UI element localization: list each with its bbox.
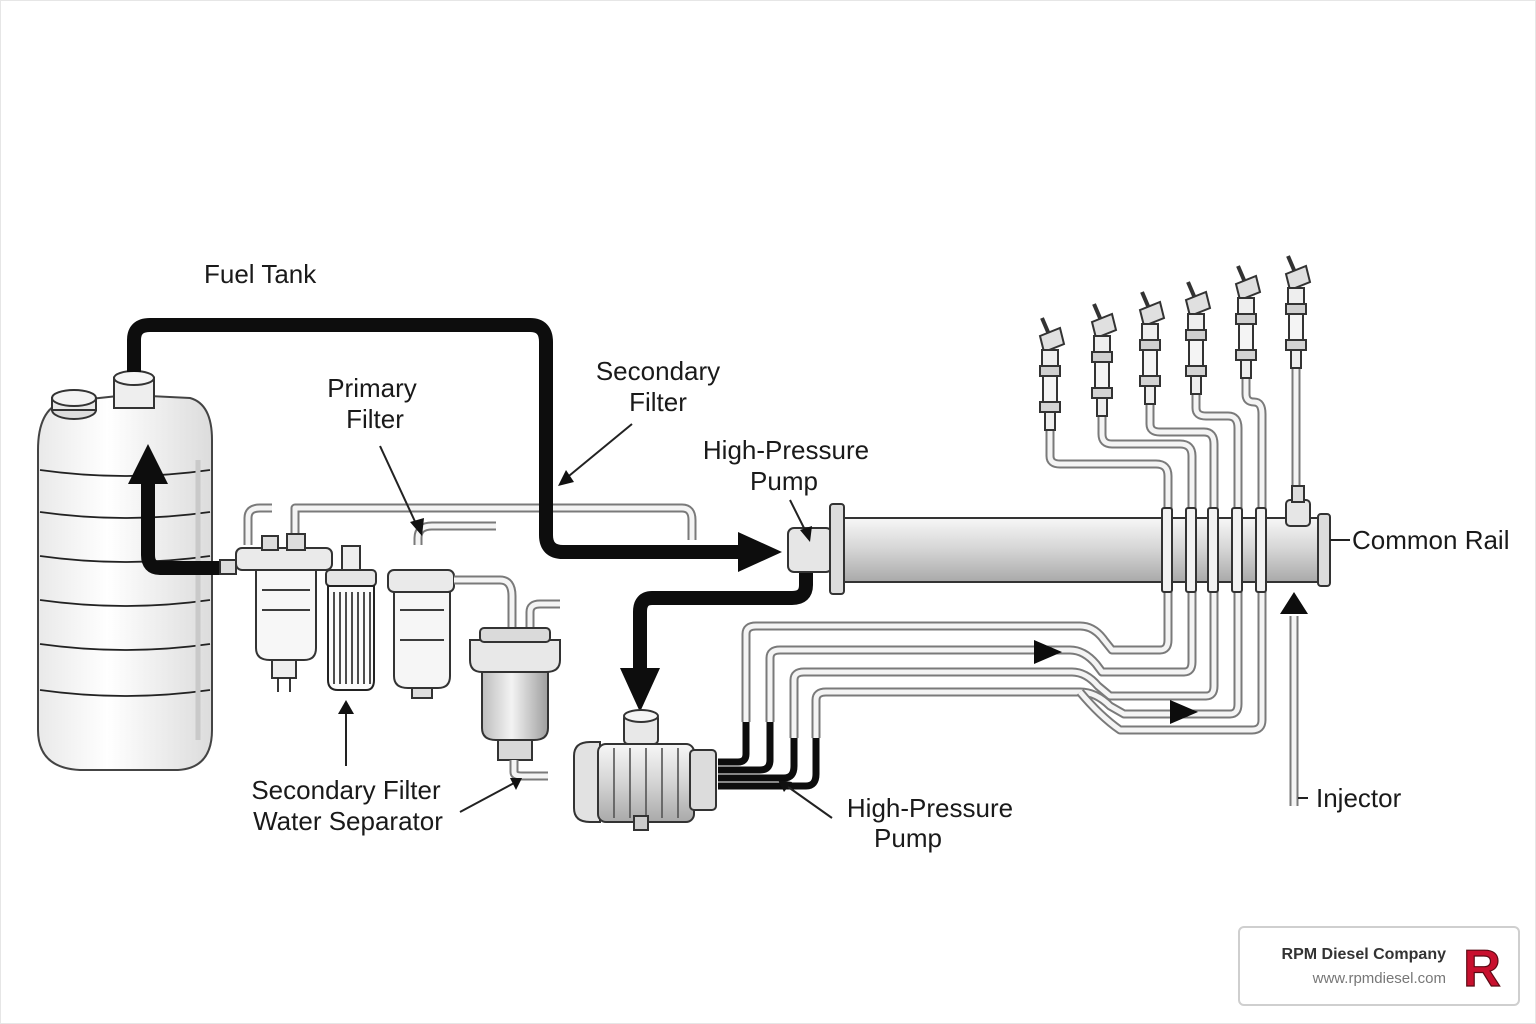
common-rail	[787, 485, 1331, 595]
label-hp-pump-top-line1: High-Pressure	[703, 435, 869, 465]
fuel-line-rail-to-pump	[620, 565, 813, 712]
high-pressure-pump	[573, 709, 717, 831]
label-hp-pump-bottom-line1: High-Pressure	[847, 793, 1013, 823]
tank-outlet-neck	[113, 370, 155, 409]
injector-2	[1090, 303, 1118, 417]
label-secondary-water-line1: Secondary Filter	[251, 775, 441, 805]
pump-outlet-lines	[718, 718, 820, 790]
primary-filter-assembly	[219, 503, 333, 692]
label-primary-filter-line1: Primary	[327, 373, 417, 403]
injector-6	[1284, 255, 1312, 369]
tank-cap	[51, 389, 97, 420]
pump-feed-filter	[469, 599, 561, 781]
injector-5	[1234, 265, 1262, 379]
flow-arrow-lines-2	[1170, 700, 1198, 724]
label-primary-filter-line2: Filter	[346, 404, 404, 434]
brand-name: RPM Diesel Company	[1281, 946, 1446, 963]
label-secondary-filter-line2: Filter	[629, 387, 687, 417]
label-secondary-water-line2: Water Separator	[253, 806, 443, 836]
label-secondary-filter-line1: Secondary	[596, 356, 720, 386]
fuel-tank	[37, 370, 213, 771]
fuel-line-tank-to-rail	[127, 318, 782, 572]
leader-lines	[338, 423, 1350, 819]
flow-arrow-lines-1	[1034, 640, 1062, 664]
label-injector: Injector	[1316, 783, 1402, 813]
injector-feed-tubes	[1045, 368, 1301, 510]
label-common-rail: Common Rail	[1352, 525, 1510, 555]
label-hp-pump-bottom-line2: Pump	[874, 823, 942, 853]
return-line	[290, 503, 697, 540]
label-hp-pump-top-line2: Pump	[750, 466, 818, 496]
water-separator-filter	[325, 545, 377, 691]
brand-logo-letter: R	[1463, 942, 1501, 992]
brand-url: www.rpmdiesel.com	[1312, 970, 1446, 987]
flow-arrow-to-tank	[128, 444, 168, 484]
injector-3	[1138, 291, 1166, 405]
brand-logo-icon: R	[1463, 942, 1502, 992]
brand-badge[interactable]: RPM Diesel Company www.rpmdiesel.com R	[1238, 926, 1520, 1006]
label-fuel-tank: Fuel Tank	[204, 259, 317, 289]
flow-arrow-to-rail	[738, 532, 782, 572]
pump-to-rail-tubes	[741, 580, 1267, 738]
secondary-filter	[387, 521, 517, 699]
injector-1	[1038, 317, 1066, 431]
flow-arrow-to-pump	[620, 668, 660, 712]
injector-pointer	[1280, 592, 1308, 806]
injector-4	[1184, 281, 1212, 395]
fuel-line-filter-to-tank	[128, 444, 232, 575]
